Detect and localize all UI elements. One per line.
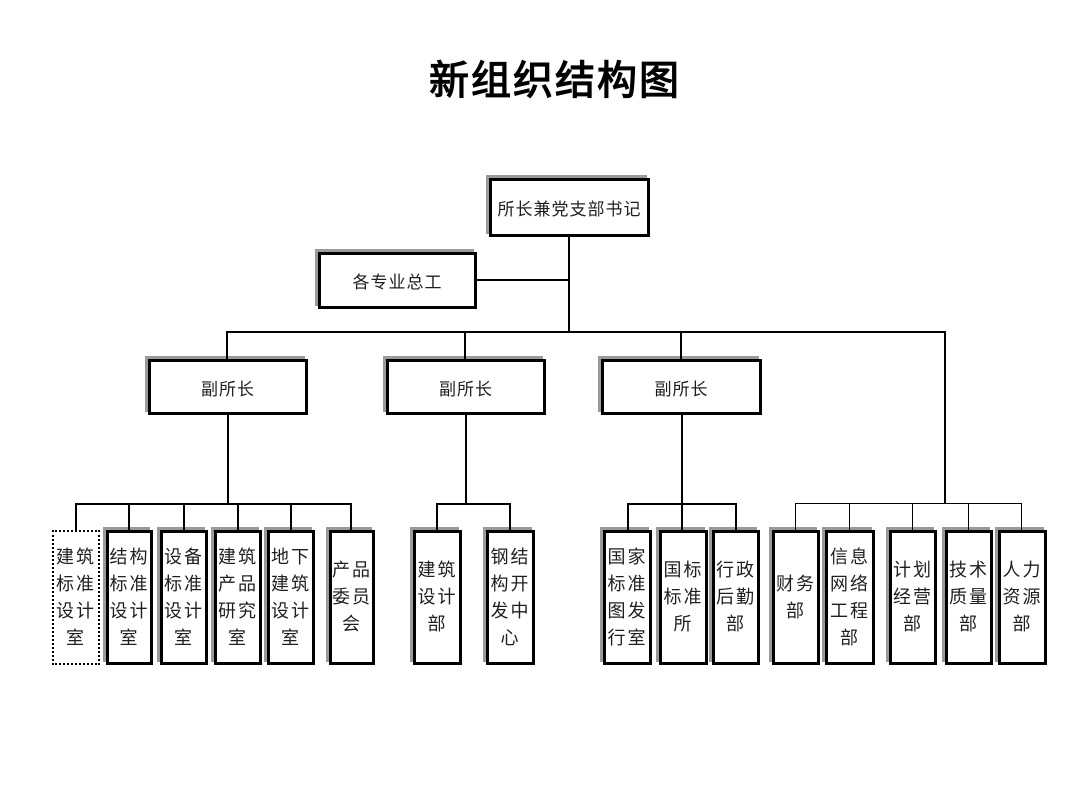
connector-group4-drop-2 [849,503,850,530]
dept-label: 财务 部 [776,573,816,622]
org-box-steel-structure-development-center: 钢结 构开 发中 心 [486,530,535,665]
org-box-planning-operation-dept: 计划 经营 部 [889,530,937,665]
connector-group1-drop-4 [237,503,239,530]
org-box-national-standard-institute: 国标 标准 所 [659,530,708,665]
connector-group2-drop-1 [436,503,438,530]
connector-drop-deputy-3 [680,331,682,359]
org-box-deputy-director-1-label: 副所长 [201,379,255,400]
org-box-director: 所长兼党支部书记 [489,178,650,237]
connector-group1-drop-2 [128,503,130,530]
connector-group4-bus [795,503,1022,504]
org-box-equipment-standard-design-office: 设备 标准 设计 室 [160,530,208,665]
page-title: 新组织结构图 [429,59,681,103]
connector-group4-drop-3 [912,503,913,530]
org-box-director-label: 所长兼党支部书记 [497,200,642,220]
connector-group3-vertical [681,415,683,505]
connector-drop-deputy-1 [226,331,228,359]
org-box-deputy-director-1: 副所长 [148,359,308,415]
connector-group1-drop-5 [290,503,292,530]
dept-label: 结构 标准 设计 室 [109,546,150,649]
connector-group1-drop-3 [183,503,185,530]
dept-label: 人力 资源 部 [1002,560,1043,635]
connector-group2-bus [436,503,511,505]
dept-label: 信息 网络 工程 部 [830,546,870,649]
org-box-deputy-director-2-label: 副所长 [439,379,493,400]
org-box-architectural-design-dept: 建筑 设计 部 [413,530,462,665]
connector-group1-vertical [227,415,229,505]
dept-label: 国家 标准 图发 行室 [607,546,648,649]
dept-label: 产品 委员 会 [332,560,372,635]
connector-root-vertical [568,237,570,332]
org-box-human-resources-dept: 人力 资源 部 [998,530,1047,665]
connector-group3-drop-1 [627,503,629,530]
connector-group3-drop-2 [681,503,683,530]
connector-right-feeder [944,331,946,504]
org-box-deputy-director-3-label: 副所长 [654,379,709,400]
dept-label: 行政 后勤 部 [716,560,756,635]
org-box-deputy-director-2: 副所长 [386,359,546,415]
dept-label: 建筑 设计 部 [417,560,458,635]
dept-label: 国标 标准 所 [663,560,704,635]
dept-label: 钢结 构开 发中 心 [490,546,531,649]
connector-group4-drop-4 [968,503,969,530]
connector-group1-drop-1 [75,503,77,530]
org-box-chief-engineers: 各专业总工 [318,252,477,309]
org-box-underground-building-design-office: 地下 建筑 设计 室 [267,530,315,665]
connector-group2-drop-2 [509,503,511,530]
org-box-national-standard-drawing-distribution-office: 国家 标准 图发 行室 [603,530,652,665]
org-box-building-product-research-office: 建筑 产品 研究 室 [214,530,262,665]
connector-group4-drop-1 [795,503,796,530]
org-box-deputy-director-3: 副所长 [601,359,762,415]
dept-label: 建筑 产品 研究 室 [218,546,258,649]
connector-main-bus [226,331,946,333]
connector-drop-deputy-2 [464,331,466,359]
connector-group1-bus [75,503,352,505]
org-box-product-committee: 产品 委员 会 [329,530,375,665]
dept-label: 设备 标准 设计 室 [164,546,204,649]
connector-group3-drop-3 [735,503,737,530]
org-box-structure-standard-design-office: 结构 标准 设计 室 [106,530,153,665]
org-box-chief-engineers-label: 各专业总工 [352,273,443,293]
dept-label: 技术 质量 部 [949,560,989,635]
connector-group4-drop-5 [1021,503,1022,530]
dept-label: 建筑 标准 设计 室 [56,546,96,649]
org-box-info-network-engineering-dept: 信息 网络 工程 部 [825,530,875,665]
org-box-building-standard-design-office: 建筑 标准 设计 室 [52,530,100,665]
org-box-tech-quality-dept: 技术 质量 部 [945,530,993,665]
org-box-admin-logistics-dept: 行政 后勤 部 [712,530,760,665]
connector-group1-drop-6 [350,503,352,530]
dept-label: 计划 经营 部 [893,560,933,635]
org-box-finance-dept: 财务 部 [772,530,820,665]
connector-staff-horizontal [477,279,569,281]
dept-label: 地下 建筑 设计 室 [271,546,311,649]
connector-group2-vertical [465,415,467,505]
